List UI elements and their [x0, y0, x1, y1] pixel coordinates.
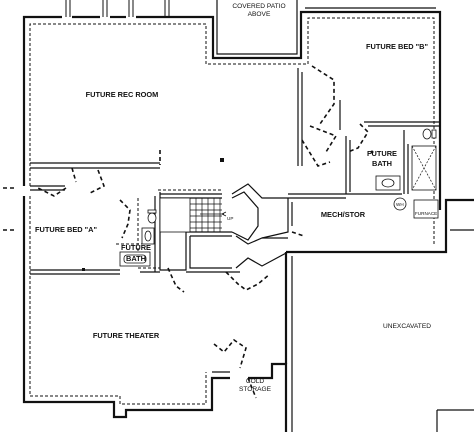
angled-hall-walls	[231, 183, 289, 269]
top-window-ticks	[65, 0, 170, 17]
future-bed-b-label: FUTURE BED "B"	[366, 42, 429, 51]
water-heater-label: WH	[396, 202, 404, 207]
room-labels: COVERED PATIO ABOVE FUTURE BED "B" FUTUR…	[35, 3, 431, 393]
staircase: UP	[159, 197, 233, 233]
future-bath-right-label-2: BATH	[372, 159, 392, 168]
finish-outline	[29, 17, 435, 405]
covered-patio-label-2: ABOVE	[248, 11, 271, 18]
future-bath-left-label: FUTURE	[121, 243, 151, 252]
cold-storage-label-2: STORAGE	[239, 386, 272, 393]
mech-stor-label: MECH/STOR	[321, 210, 366, 219]
covered-patio-label: COVERED PATIO	[232, 3, 285, 10]
door-swings	[0, 65, 370, 399]
toilet-right	[422, 128, 432, 140]
unexcavated-label: UNEXCAVATED	[383, 323, 431, 330]
stair-up-label: UP	[227, 216, 233, 221]
future-bath-left-label-2: BATH	[126, 254, 146, 263]
cold-storage-label: COLD	[246, 378, 265, 385]
furnace-label: FURNACE	[415, 211, 437, 216]
water-heater-icon	[393, 197, 407, 211]
future-bath-right-label: FUTURE	[367, 149, 397, 158]
fixtures: WH FURNACE	[82, 128, 439, 271]
furnace-icon	[413, 199, 439, 219]
interior-walls	[30, 68, 440, 373]
exterior-walls	[22, 0, 474, 432]
future-theater-label: FUTURE THEATER	[93, 331, 160, 340]
toilet-left	[147, 212, 157, 224]
dotted-outlines	[116, 189, 222, 269]
future-bed-a-label: FUTURE BED "A"	[35, 225, 98, 234]
future-rec-room-label: FUTURE REC ROOM	[86, 90, 159, 99]
